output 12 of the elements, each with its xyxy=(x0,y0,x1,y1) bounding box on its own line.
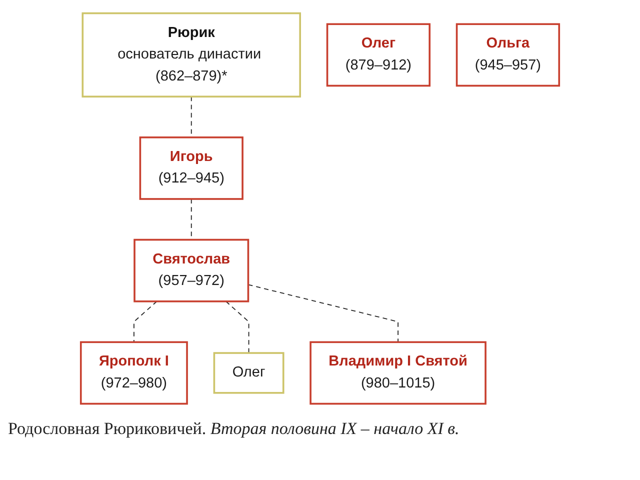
connector xyxy=(134,300,158,343)
node-box: Ярополк I (972–980) xyxy=(80,341,188,405)
node-box: Святослав (957–972) xyxy=(134,238,250,302)
node-box: Олег xyxy=(213,352,284,394)
node-box: Олег (879–912) xyxy=(326,23,431,87)
node-box: Рюрик основатель династии (862–879)* xyxy=(82,12,301,98)
node-box: Ольга (945–957) xyxy=(456,23,560,87)
node-box: Владимир I Святой (980–1015) xyxy=(310,341,486,405)
connector xyxy=(248,284,398,343)
node-box: Игорь (912–945) xyxy=(139,136,244,200)
caption: Родословная Рюриковичей. Вторая половина IX – начало XI в. xyxy=(8,419,460,439)
connector xyxy=(225,300,250,354)
